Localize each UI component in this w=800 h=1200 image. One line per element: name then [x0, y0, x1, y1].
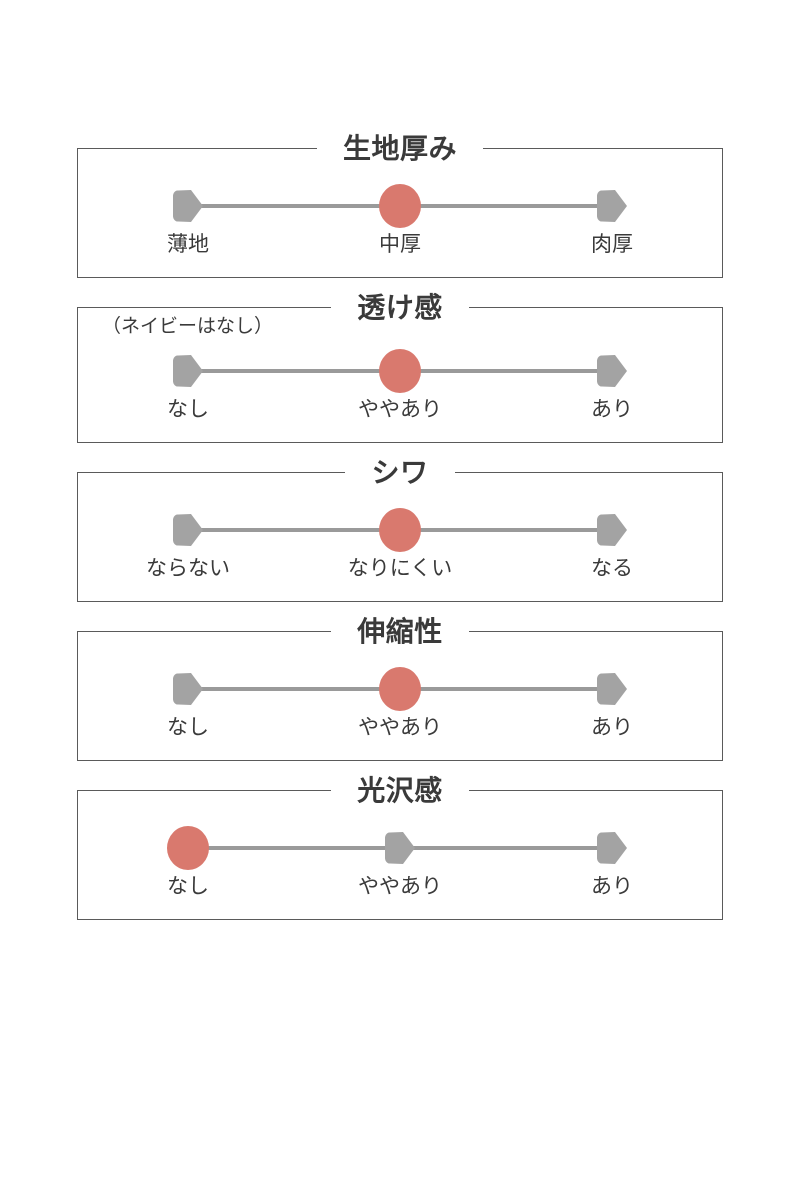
scale-marker[interactable]	[597, 190, 627, 222]
scale-marker[interactable]	[173, 355, 203, 387]
scale-label[interactable]: なし	[167, 875, 209, 898]
tick-flag-icon	[597, 355, 627, 387]
scale-marker[interactable]	[597, 832, 627, 864]
scale-label[interactable]: 中厚	[379, 233, 421, 256]
scale-label[interactable]: あり	[591, 398, 633, 421]
scale-marker[interactable]	[385, 832, 415, 864]
scale-marker-active[interactable]	[379, 184, 421, 228]
selected-dot-icon	[379, 184, 421, 228]
scale-labels: 薄地 中厚 肉厚	[167, 229, 633, 261]
scale-labels: ならない なりにくい なる	[146, 553, 633, 585]
scale-marker[interactable]	[597, 673, 627, 705]
scale-labels: なし ややあり あり	[167, 871, 633, 903]
scale-marker[interactable]	[173, 190, 203, 222]
scale-track[interactable]	[173, 666, 627, 712]
tick-flag-icon	[385, 832, 415, 864]
selected-dot-icon	[379, 508, 421, 552]
scale-marker-active[interactable]	[167, 826, 209, 870]
scale-label[interactable]: ややあり	[358, 875, 442, 898]
tick-flag-icon	[597, 514, 627, 546]
selected-dot-icon	[379, 349, 421, 393]
attribute-scale[interactable]: なし ややあり あり	[78, 308, 722, 442]
scale-track[interactable]	[167, 825, 627, 871]
attribute-panel: 生地厚み薄地中厚肉厚	[77, 129, 723, 278]
scale-marker-active[interactable]	[379, 349, 421, 393]
scale-label[interactable]: あり	[591, 875, 633, 898]
scale-marker[interactable]	[173, 673, 203, 705]
scale-label[interactable]: なし	[167, 398, 209, 421]
attribute-scale[interactable]: なし ややあり あり	[78, 791, 722, 919]
tick-flag-icon	[173, 514, 203, 546]
panel-note: （ネイビーはなし）	[102, 316, 274, 337]
tick-flag-icon	[173, 673, 203, 705]
scale-label[interactable]: ややあり	[358, 398, 442, 421]
scale-track[interactable]	[173, 348, 627, 394]
scale-label[interactable]: なりにくい	[347, 557, 453, 580]
attribute-scale[interactable]: なし ややあり あり	[78, 632, 722, 760]
scale-label[interactable]: ややあり	[358, 716, 442, 739]
attribute-panel: 透け感（ネイビーはなし）なしややありあり	[77, 288, 723, 443]
selected-dot-icon	[167, 826, 209, 870]
tick-flag-icon	[173, 190, 203, 222]
scale-marker[interactable]	[597, 514, 627, 546]
scale-marker[interactable]	[173, 514, 203, 546]
scale-label[interactable]: なし	[167, 716, 209, 739]
scale-marker-active[interactable]	[379, 667, 421, 711]
tick-flag-icon	[597, 190, 627, 222]
attribute-panel: 光沢感なしややありあり	[77, 771, 723, 920]
tick-flag-icon	[173, 355, 203, 387]
attribute-panel: シワならないなりにくいなる	[77, 453, 723, 602]
scale-label[interactable]: なる	[591, 557, 633, 580]
scale-track[interactable]	[173, 183, 627, 229]
scale-label[interactable]: 肉厚	[591, 233, 633, 256]
attribute-scale[interactable]: ならない なりにくい なる	[78, 473, 722, 601]
scale-labels: なし ややあり あり	[167, 712, 633, 744]
scale-track[interactable]	[173, 507, 627, 553]
selected-dot-icon	[379, 667, 421, 711]
attribute-panel: 伸縮性なしややありあり	[77, 612, 723, 761]
scale-label[interactable]: あり	[591, 716, 633, 739]
scale-labels: なし ややあり あり	[167, 394, 633, 426]
attribute-scale[interactable]: 薄地 中厚 肉厚	[78, 149, 722, 277]
tick-flag-icon	[597, 832, 627, 864]
scale-label[interactable]: ならない	[146, 557, 230, 580]
panel-list: 生地厚み薄地中厚肉厚透け感（ネイビーはなし）なしややありありシワならないなりにく…	[0, 129, 800, 920]
tick-flag-icon	[597, 673, 627, 705]
scale-marker[interactable]	[597, 355, 627, 387]
scale-label[interactable]: 薄地	[167, 233, 209, 256]
scale-marker-active[interactable]	[379, 508, 421, 552]
